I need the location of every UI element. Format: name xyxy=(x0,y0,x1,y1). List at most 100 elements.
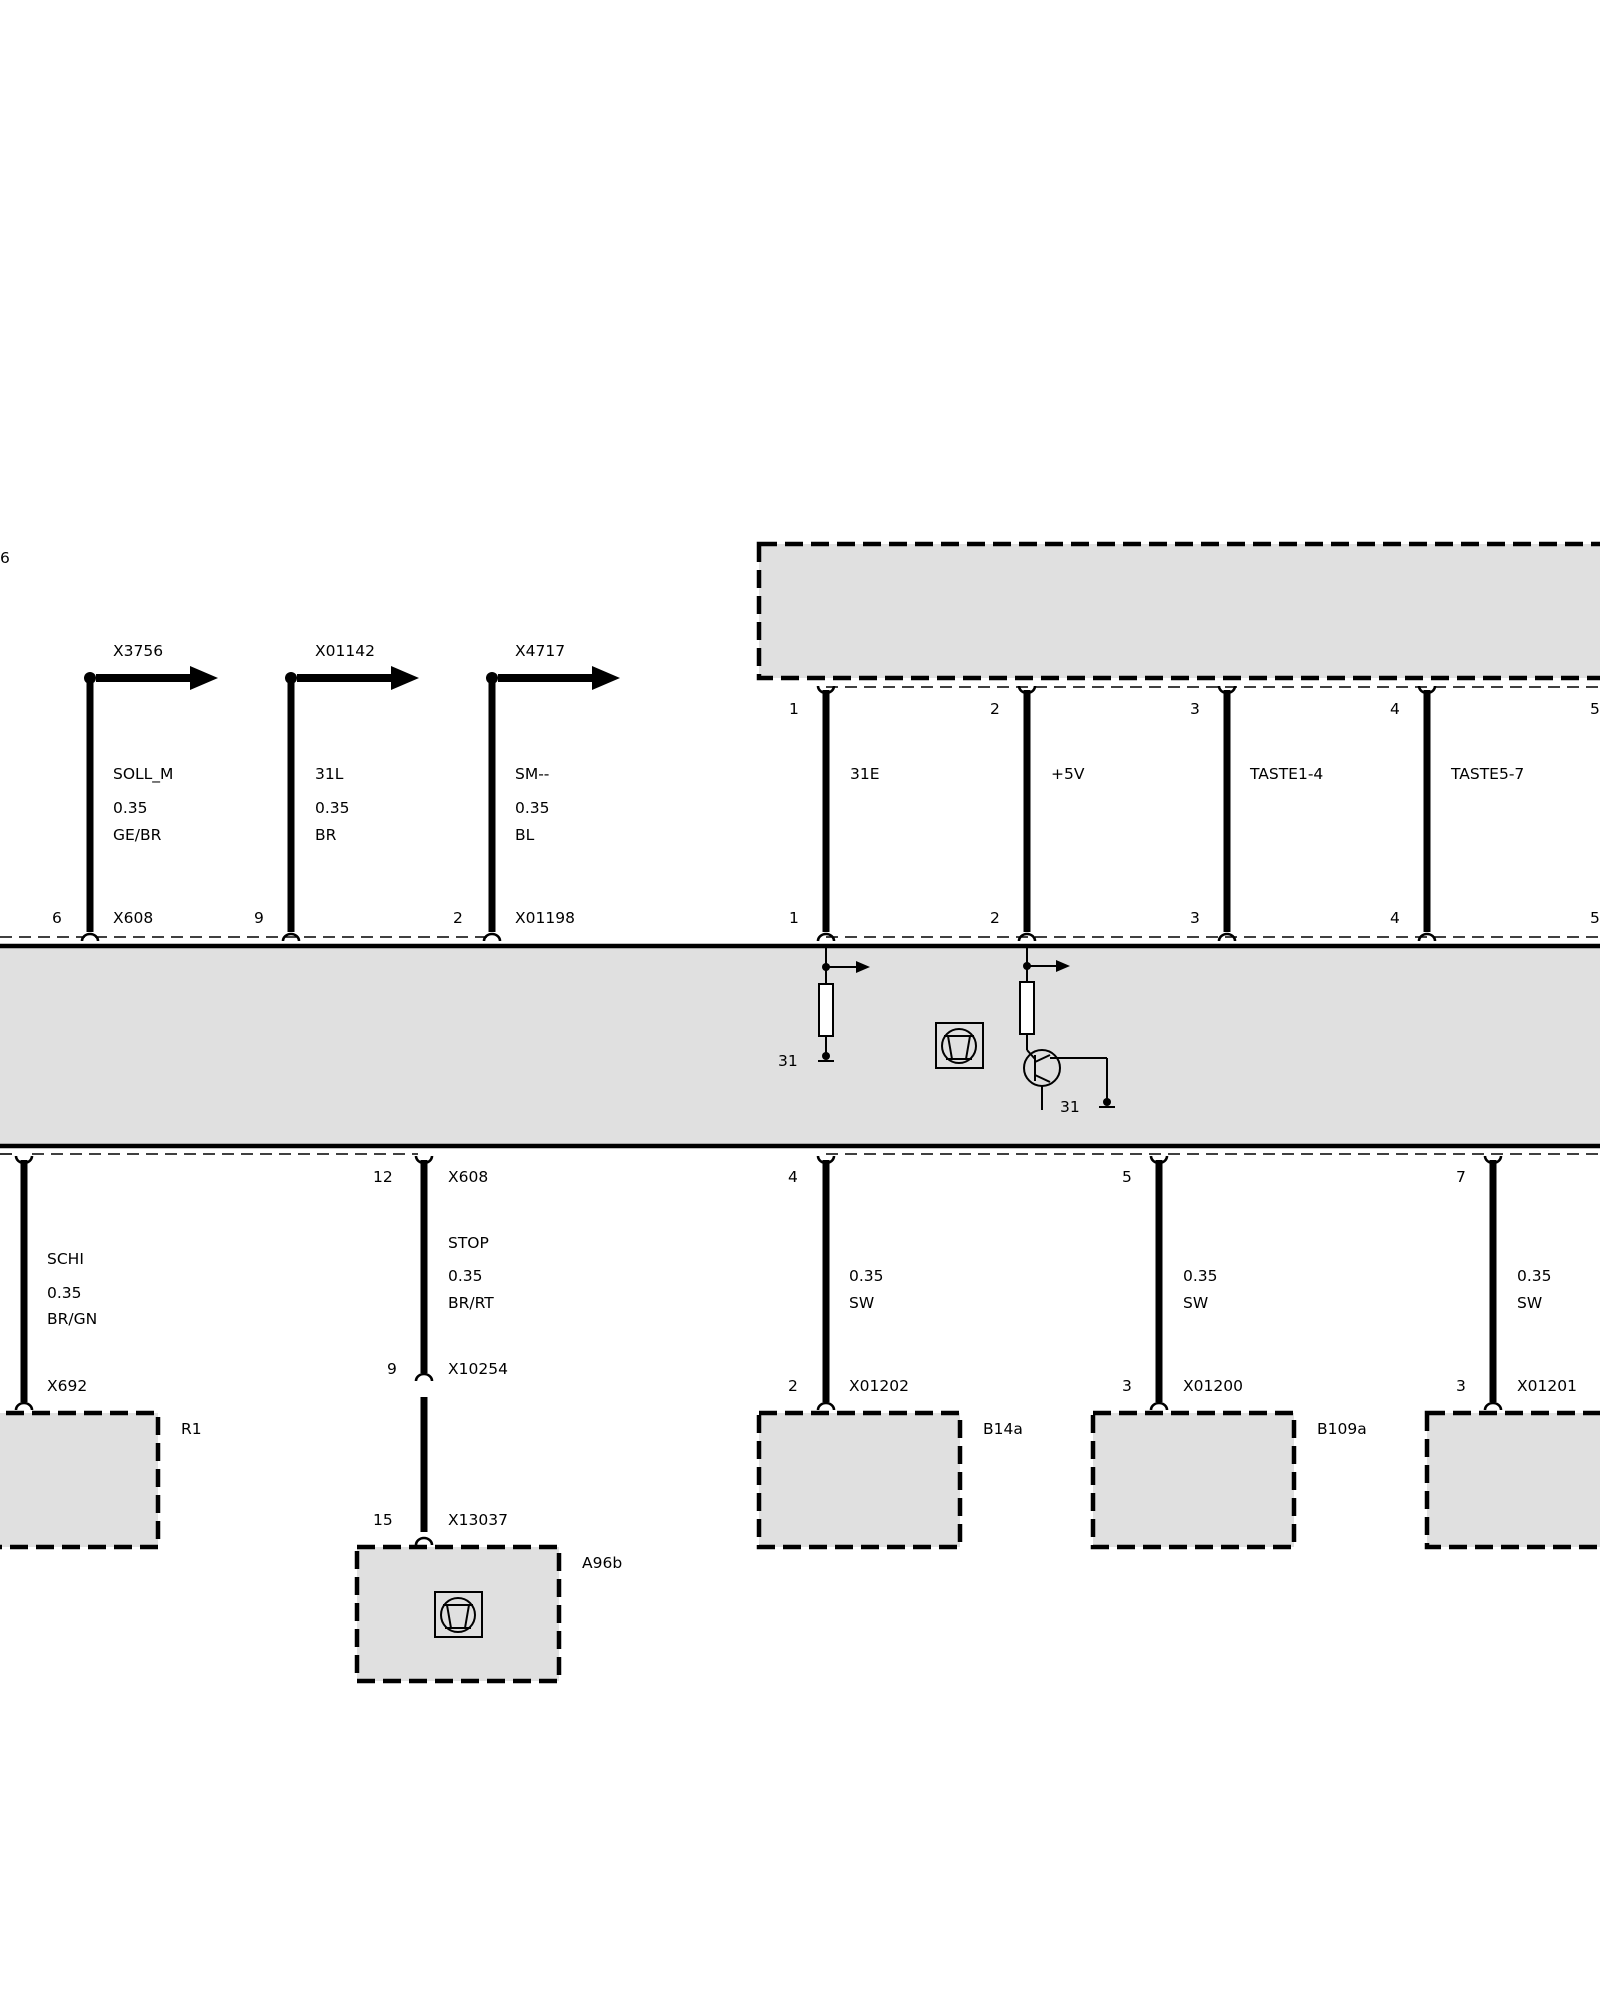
wire-color-label: SW xyxy=(1517,1294,1542,1312)
wire-size-label: 0.35 xyxy=(1517,1267,1552,1285)
wire-signal-label: 31L xyxy=(315,765,344,783)
module-pin-top-label: 3 xyxy=(1190,700,1200,718)
module-pin-top-label: 1 xyxy=(789,700,799,718)
control-unit-symbol-icon xyxy=(935,1022,984,1069)
wire-color-label: GE/BR xyxy=(113,826,162,844)
plug-pin-icon xyxy=(80,932,100,942)
component-box xyxy=(1090,1410,1297,1550)
junction-dot xyxy=(486,672,498,684)
internal-transistor-circuit: 31 xyxy=(1019,946,1115,1116)
plug-pin-icon xyxy=(1417,932,1437,942)
component-plug-label: X13037 xyxy=(448,1511,508,1529)
resistor-icon xyxy=(818,983,834,1037)
wire-signal-label: +5V xyxy=(1051,765,1085,783)
plug-pin-icon xyxy=(482,932,502,942)
plug-pin-icon xyxy=(414,1155,434,1165)
arrow-connector-wire: X4717 SM-- 0.35 BL 2 X01198 xyxy=(453,642,620,942)
plug-pin-icon xyxy=(1483,1155,1503,1165)
wire-color-label: BL xyxy=(515,826,535,844)
wire-signal-label: SCHI xyxy=(47,1250,84,1268)
bottom-wire: 5 0.35 SW 3 X01200 xyxy=(1122,1155,1243,1411)
arrow-right-icon xyxy=(391,666,419,690)
module-pin-bottom-label: 1 xyxy=(789,909,799,927)
junction-dot xyxy=(285,672,297,684)
wire-signal-label: SOLL_M xyxy=(113,765,173,784)
component-label: B14a xyxy=(983,1420,1023,1438)
component-label: A96b xyxy=(582,1554,622,1572)
wire-end-pin-label: 3 xyxy=(1456,1377,1466,1395)
wire-plug-label: X608 xyxy=(448,1168,488,1186)
wire-size-label: 0.35 xyxy=(448,1267,483,1285)
top-module xyxy=(756,541,1600,688)
arrow-right-icon xyxy=(592,666,620,690)
wire-size-label: 0.35 xyxy=(515,799,550,817)
component-label: R1 xyxy=(181,1420,202,1438)
wire-signal-label: TASTE5-7 xyxy=(1450,765,1524,783)
wire-pin-label: 2 xyxy=(453,909,463,927)
component-box xyxy=(0,1410,161,1550)
plug-pin-icon xyxy=(1417,685,1437,695)
plug-pin-icon xyxy=(1017,932,1037,942)
junction-dot xyxy=(1103,1098,1111,1106)
wire-end-plug-label: X10254 xyxy=(448,1360,508,1378)
module-pin-top-label: 5 xyxy=(1590,700,1600,718)
component-a96b: A96b xyxy=(354,1544,622,1684)
control-unit-symbol-icon xyxy=(434,1591,483,1638)
bottom-wire: SCHI 0.35 BR/GN X692 xyxy=(14,1155,97,1411)
wire-color-label: BR/RT xyxy=(448,1294,494,1312)
module-pin-bottom-label: 5 xyxy=(1590,909,1600,927)
junction-dot xyxy=(822,1052,830,1060)
module-pin-top-label: 2 xyxy=(990,700,1000,718)
wire-color-label: SW xyxy=(1183,1294,1208,1312)
wire-pin-label: 6 xyxy=(52,909,62,927)
plug-pin-icon xyxy=(1217,685,1237,695)
top-module-box xyxy=(756,541,1600,681)
module-pin-top-label: 4 xyxy=(1390,700,1400,718)
wire-end-plug-label: X01201 xyxy=(1517,1377,1577,1395)
module-pin-bottom-label: 3 xyxy=(1190,909,1200,927)
plug-pin-icon xyxy=(414,1372,434,1382)
wire-pin-label: 9 xyxy=(254,909,264,927)
wire-size-label: 0.35 xyxy=(47,1284,82,1302)
control-unit-box xyxy=(0,943,1600,1149)
wire-end-pin-label: 3 xyxy=(1122,1377,1132,1395)
bottom-wire: 7 0.35 SW 3 X01201 xyxy=(1456,1155,1577,1411)
transistor-icon xyxy=(1023,1049,1061,1110)
plug-pin-icon xyxy=(14,1401,34,1411)
internal-ground-label: 31 xyxy=(1060,1098,1080,1116)
wire-size-label: 0.35 xyxy=(315,799,350,817)
arrow-connector-wire: X3756 SOLL_M 0.35 GE/BR 6 X608 xyxy=(52,642,218,942)
arrow-right-icon xyxy=(1056,960,1070,972)
arrow-right-icon xyxy=(856,961,870,973)
wire-plug-label: X608 xyxy=(113,909,153,927)
module-wire: 2 2 +5V xyxy=(990,685,1085,942)
plug-pin-icon xyxy=(1017,685,1037,695)
plug-pin-icon xyxy=(816,1155,836,1165)
wire-end-pin-label: 2 xyxy=(788,1377,798,1395)
wire-end-plug-label: X01202 xyxy=(849,1377,909,1395)
arrow-connector-id: X4717 xyxy=(515,642,565,660)
arrow-connector-id: X01142 xyxy=(315,642,375,660)
module-pin-bottom-label: 4 xyxy=(1390,909,1400,927)
plug-pin-icon xyxy=(1149,1401,1169,1411)
internal-pullup-circuit: 31 xyxy=(778,946,870,1070)
resistor-icon xyxy=(1019,981,1035,1035)
module-wire: 4 4 TASTE5-7 xyxy=(1390,685,1524,942)
module-wire: 3 3 TASTE1-4 xyxy=(1190,685,1323,942)
module-pin-bottom-label: 2 xyxy=(990,909,1000,927)
component-box xyxy=(1424,1410,1600,1550)
wire-color-label: BR/GN xyxy=(47,1310,97,1328)
bottom-wire: 4 0.35 SW 2 X01202 xyxy=(788,1155,909,1411)
wire-end-plug-label: X01200 xyxy=(1183,1377,1243,1395)
wire-color-label: SW xyxy=(849,1294,874,1312)
module-wire: 5 5 xyxy=(1590,700,1600,927)
wire-size-label: 0.35 xyxy=(849,1267,884,1285)
component-box xyxy=(354,1544,562,1684)
wire-pin-label: 5 xyxy=(1122,1168,1132,1186)
component-b14a: B14a xyxy=(756,1410,1023,1550)
wire-pin-label: 12 xyxy=(373,1168,393,1186)
left-edge-fragment-label: 6 xyxy=(0,549,10,567)
plug-pin-icon xyxy=(1149,1155,1169,1165)
plug-pin-icon xyxy=(1217,932,1237,942)
